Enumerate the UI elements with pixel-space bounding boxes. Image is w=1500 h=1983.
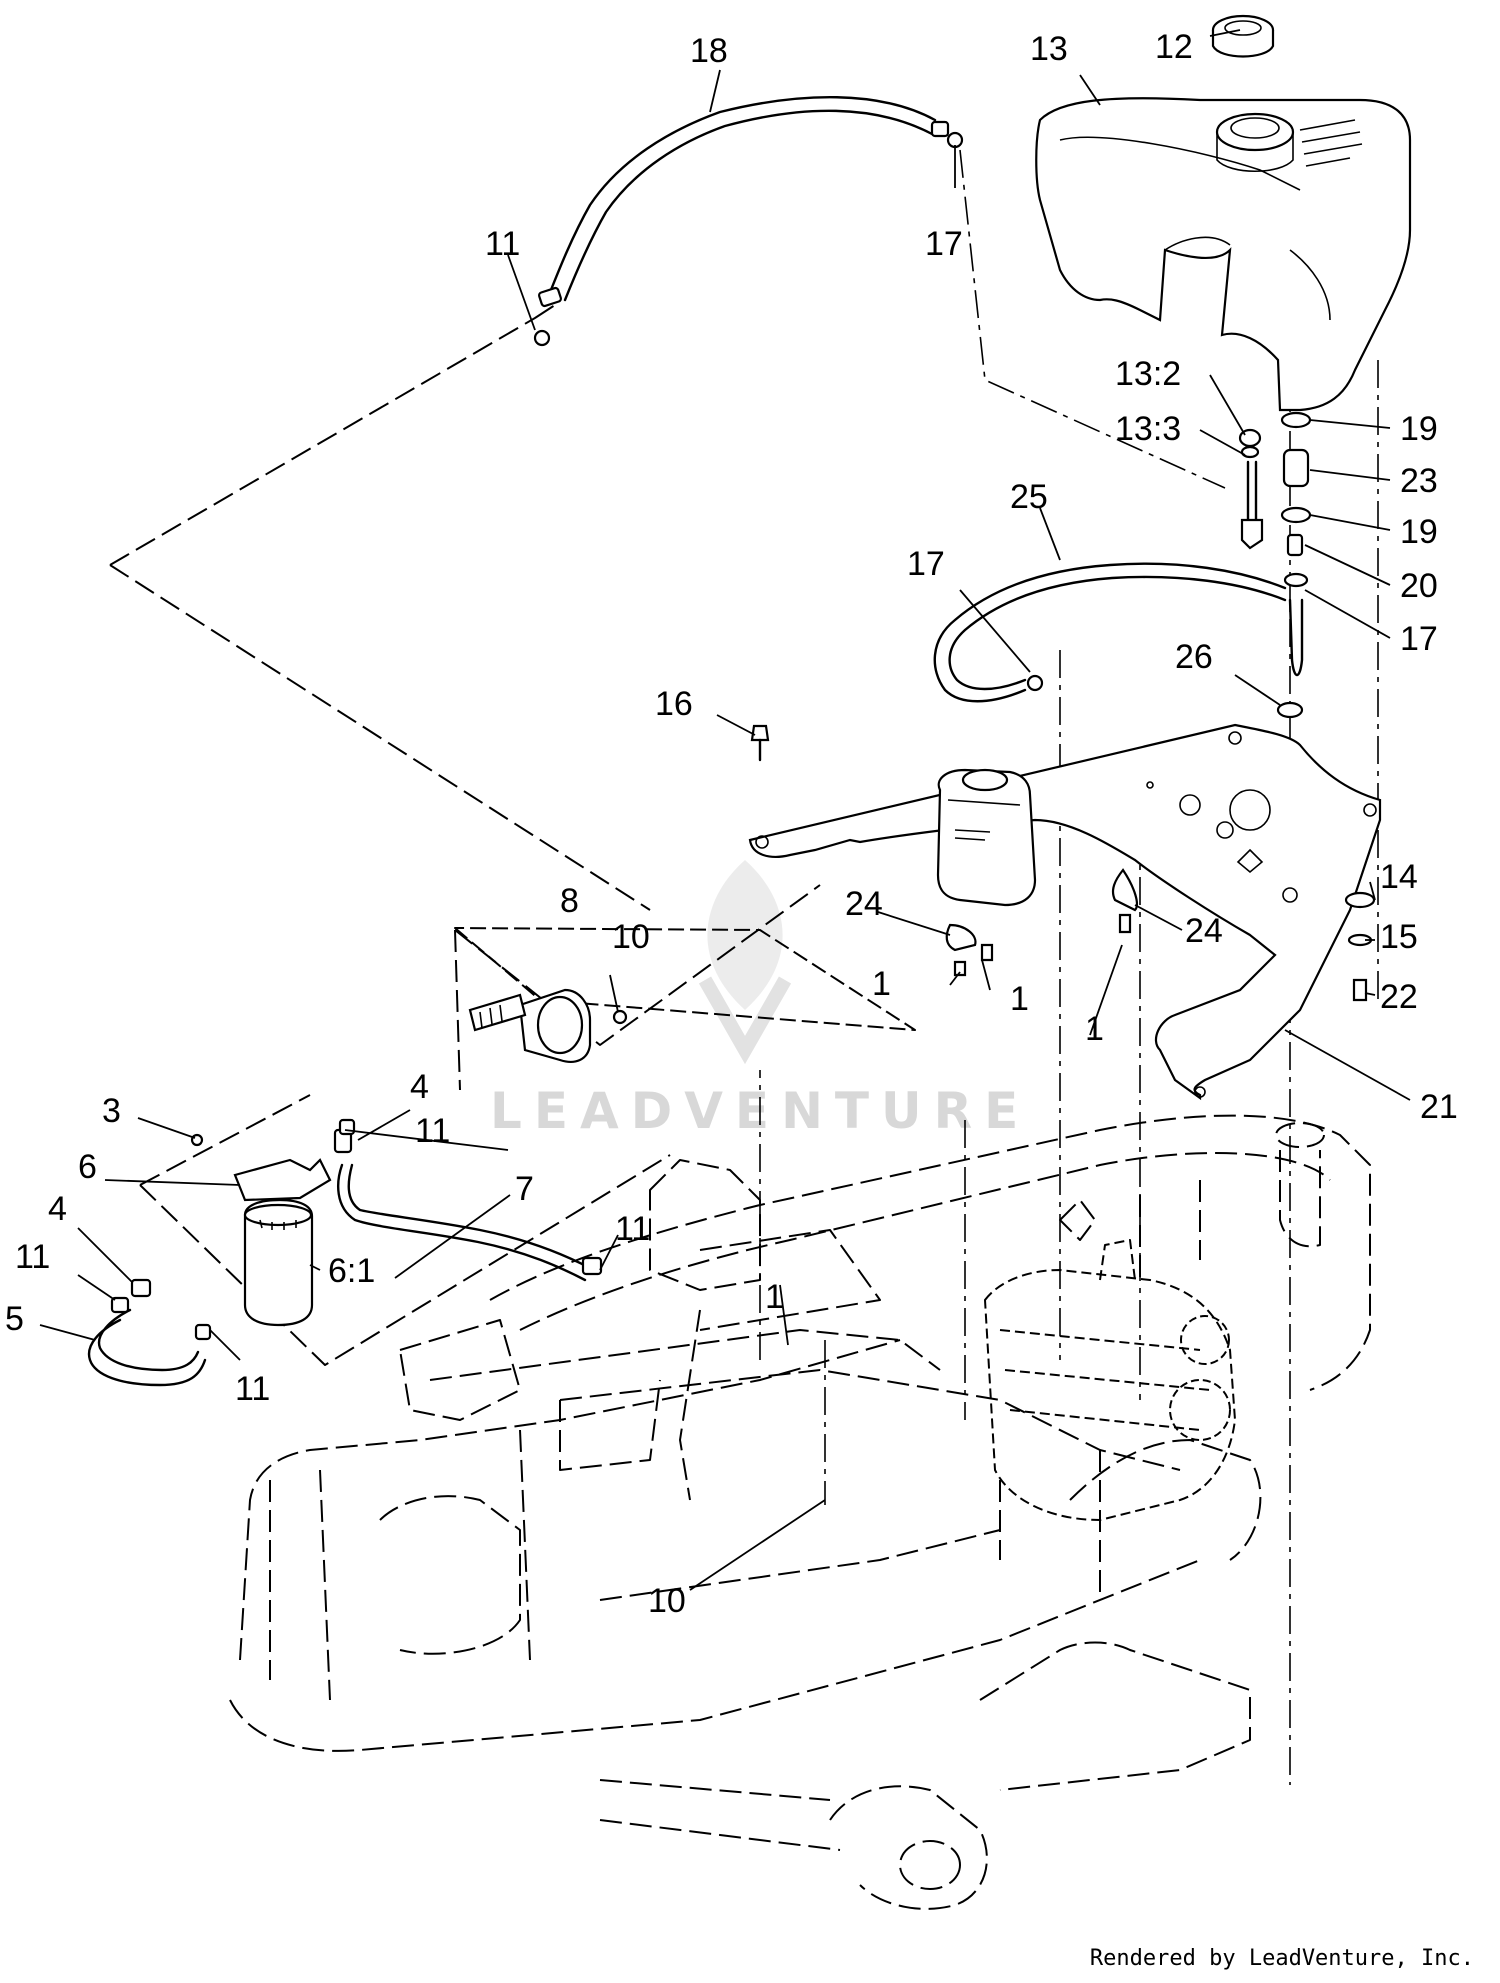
callout-1-right: 1 — [1085, 1010, 1104, 1048]
callout-1-mid: 1 — [1010, 980, 1029, 1018]
callout-17-mid: 17 — [907, 545, 945, 583]
callout-14: 14 — [1380, 858, 1418, 896]
watermark-text: LEADVENTURE — [490, 1082, 1030, 1140]
callout-15: 15 — [1380, 918, 1418, 956]
callout-13-3: 13:3 — [1115, 410, 1181, 448]
callout-24-left: 24 — [845, 885, 883, 923]
callout-18: 18 — [690, 32, 728, 70]
hardware — [750, 724, 1376, 1002]
fuel-tank — [1035, 97, 1412, 412]
vent-hose — [533, 96, 964, 347]
chassis-frame — [229, 1114, 1371, 1910]
fuel-line-stack — [1280, 411, 1312, 677]
callout-20: 20 — [1400, 567, 1438, 605]
callout-11-left: 11 — [15, 1238, 50, 1276]
callout-11-top: 11 — [485, 225, 520, 263]
callout-3: 3 — [102, 1092, 121, 1130]
fuel-pump — [468, 988, 628, 1063]
expansion-bottle — [936, 768, 1037, 907]
callout-19-upper: 19 — [1400, 410, 1438, 448]
callout-1-frame: 1 — [765, 1278, 784, 1316]
callout-17-right: 17 — [1400, 620, 1438, 658]
fuel-filter — [190, 1133, 332, 1327]
callout-10-top: 10 — [612, 918, 650, 956]
callout-21: 21 — [1420, 1088, 1458, 1126]
callout-13: 13 — [1030, 30, 1068, 68]
engine — [984, 1239, 1236, 1521]
leader-lines — [39, 29, 1411, 1591]
callout-5: 5 — [5, 1300, 24, 1338]
callout-8: 8 — [560, 882, 579, 920]
watermark: LEADVENTURE — [490, 860, 1030, 1140]
callout-22: 22 — [1380, 978, 1418, 1016]
callout-25: 25 — [1010, 478, 1048, 516]
callout-26: 26 — [1175, 638, 1213, 676]
callout-11-bottom: 11 — [235, 1370, 270, 1408]
grommet — [1276, 701, 1304, 719]
return-hose — [933, 562, 1287, 703]
fuel-hoses — [87, 1118, 603, 1387]
callout-13-2: 13:2 — [1115, 355, 1181, 393]
render-credit: Rendered by LeadVenture, Inc. — [1089, 1946, 1474, 1971]
callout-10-bottom: 10 — [648, 1582, 686, 1620]
callout-12: 12 — [1155, 28, 1193, 66]
tank-decal — [1299, 119, 1363, 167]
fuel-cap — [1211, 14, 1275, 58]
callout-4-top: 4 — [410, 1068, 429, 1106]
callout-11-filter: 11 — [415, 1112, 450, 1150]
tank-mount-plate — [748, 723, 1382, 1101]
callout-7: 7 — [515, 1170, 534, 1208]
callout-1-left: 1 — [872, 965, 891, 1003]
callout-19-lower: 19 — [1400, 513, 1438, 551]
callout-24-right: 24 — [1185, 912, 1223, 950]
fuel-pickup — [1238, 428, 1264, 550]
callout-6: 6 — [78, 1148, 97, 1186]
fuel-assembly-outline — [109, 304, 651, 911]
callout-11-hose: 11 — [615, 1210, 650, 1248]
callout-16: 16 — [655, 685, 693, 723]
filter-assembly-outline — [139, 884, 821, 1366]
callout-23: 23 — [1400, 462, 1438, 500]
callout-17-top: 17 — [925, 225, 963, 263]
callout-6-1: 6:1 — [328, 1252, 375, 1290]
callout-labels: 12 13 18 17 11 13:2 13:3 19 23 19 20 17 … — [5, 28, 1458, 1620]
callout-4-left: 4 — [48, 1190, 67, 1228]
solenoid-box-outline — [454, 927, 916, 1031]
